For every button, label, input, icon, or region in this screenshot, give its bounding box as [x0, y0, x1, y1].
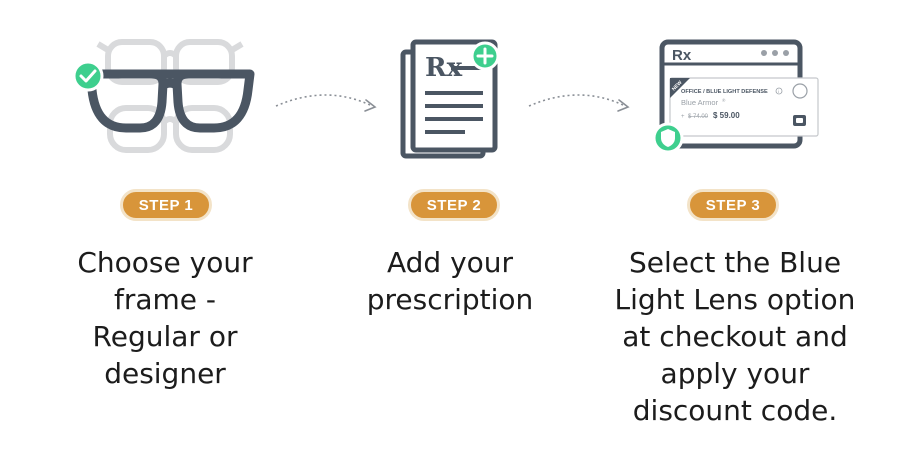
- step3-badge: STEP 3: [687, 189, 779, 221]
- step2-badge: STEP 2: [408, 189, 500, 221]
- svg-text:+: +: [681, 114, 685, 120]
- step1-badge: STEP 1: [120, 189, 212, 221]
- caption-line: discount code.: [632, 394, 838, 427]
- arrow-icon-1: [275, 94, 377, 112]
- step2-caption: Add your prescription: [325, 244, 575, 318]
- select-radio: [792, 83, 808, 99]
- caption-line: frame -: [113, 283, 217, 316]
- step1-caption: Choose your frame - Regular or designer: [40, 244, 290, 392]
- new-price: $ 59.00: [713, 111, 740, 120]
- caption-line: at checkout and: [622, 320, 848, 353]
- shield-icon: [652, 122, 684, 154]
- glasses-icon: [85, 69, 255, 133]
- step1-glasses-illustration: [72, 39, 255, 153]
- step2-prescription-illustration: Rx: [400, 39, 500, 159]
- caption-line: apply your: [660, 357, 810, 390]
- caption-line: designer: [104, 357, 226, 390]
- step3-caption: Select the Blue Light Lens option at che…: [595, 244, 875, 429]
- caption-line: Select the Blue: [628, 246, 842, 279]
- plus-icon: [470, 41, 500, 71]
- arrow-icon-2: [528, 94, 630, 112]
- glasses-icon-faded-top: [96, 39, 244, 85]
- prescription-document-icon: Rx: [400, 39, 498, 159]
- trademark-symbol: ®: [722, 97, 726, 103]
- old-price: $ 74.00: [688, 114, 709, 120]
- checkmark-icon: [72, 60, 104, 92]
- caption-line: prescription: [366, 283, 534, 316]
- window-header-rx: Rx: [672, 47, 692, 64]
- info-icon: i: [778, 89, 779, 94]
- checkout-window-icon: Rx NEW OFFICE / BLUE LIGHT DEFENSE i Blu…: [659, 39, 819, 149]
- product-name: Blue Armor: [681, 98, 719, 107]
- step3-checkout-illustration: Rx NEW OFFICE / BLUE LIGHT DEFENSE i Blu…: [652, 39, 819, 154]
- caption-line: Light Lens option: [614, 283, 856, 316]
- caption-line: Add your: [386, 246, 514, 279]
- caption-line: Choose your: [77, 246, 253, 279]
- card-category: OFFICE / BLUE LIGHT DEFENSE: [681, 89, 768, 95]
- caption-line: Regular or: [92, 320, 238, 353]
